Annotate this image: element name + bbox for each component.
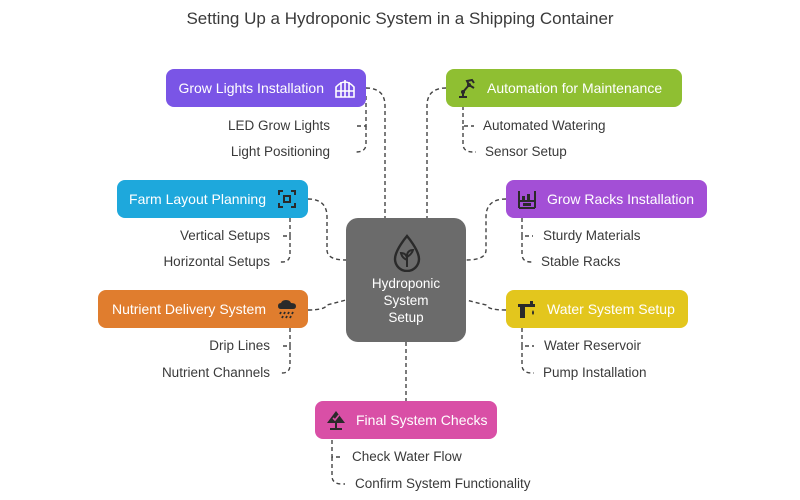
node-farm-layout-planning: Farm Layout Planning — [117, 180, 308, 218]
connector-nutrient-channels — [280, 346, 291, 374]
node-automation-for-maintenance: Automation for Maintenance — [446, 69, 682, 107]
connector-light-positioning — [354, 126, 367, 153]
sub-check-water-flow: Check Water Flow — [352, 449, 462, 464]
node-final-system-checks: Final System Checks — [315, 401, 497, 439]
sub-water-reservoir: Water Reservoir — [544, 338, 642, 353]
connector-nutrient — [307, 299, 347, 311]
node-label: Grow Lights Installation — [178, 80, 324, 96]
node-grow-racks-installation: Grow Racks Installation — [506, 180, 707, 218]
connector-grow-racks — [465, 198, 507, 261]
sub-automated-watering: Automated Watering — [483, 118, 606, 133]
sub-sturdy-materials: Sturdy Materials — [543, 228, 641, 243]
node-grow-lights-installation: Grow Lights Installation — [166, 69, 366, 107]
layout-grid-icon — [278, 190, 296, 208]
faucet-icon — [518, 301, 535, 318]
center-label-line-3: Setup — [388, 310, 424, 325]
connector-grow-lights — [365, 87, 386, 218]
center-label: Hydroponic System Setup — [346, 275, 466, 326]
sub-confirm-system-functionality: Confirm System Functionality — [355, 476, 531, 491]
connector-pump-installation — [521, 346, 534, 374]
connector-water-reservoir — [521, 328, 534, 347]
connector-automated-watering — [462, 106, 474, 127]
node-label: Nutrient Delivery System — [111, 301, 266, 317]
connector-automation — [426, 87, 447, 218]
connector-sensor-setup — [462, 126, 476, 153]
connector-vertical-setups — [280, 218, 291, 237]
center-node-hydroponic-setup: Hydroponic System Setup — [346, 218, 466, 342]
node-nutrient-delivery-system: Nutrient Delivery System — [98, 290, 308, 328]
node-water-system-setup: Water System Setup — [506, 290, 688, 328]
connector-drip-lines — [280, 328, 291, 347]
sub-horizontal-setups: Horizontal Setups — [163, 254, 270, 269]
sub-stable-racks: Stable Racks — [541, 254, 621, 269]
node-label: Water System Setup — [547, 301, 675, 317]
connector-confirm-functionality — [331, 457, 345, 485]
connector-sturdy-materials — [521, 218, 533, 237]
sub-vertical-setups: Vertical Setups — [179, 228, 270, 243]
connector-stable-racks — [521, 236, 533, 263]
connector-farm-layout — [307, 198, 347, 261]
drip-cloud-icon — [278, 300, 296, 319]
water-drop-plant-icon — [393, 234, 421, 272]
node-label: Grow Racks Installation — [547, 191, 695, 207]
greenhouse-icon — [335, 80, 355, 98]
sub-nutrient-channels: Nutrient Channels — [161, 365, 270, 380]
checklist-tent-icon — [327, 411, 345, 430]
node-label: Final System Checks — [356, 412, 488, 428]
robot-arm-icon — [459, 78, 475, 98]
connector-horizontal-setups — [280, 236, 291, 263]
sub-light-positioning: Light Positioning — [230, 144, 330, 159]
connector-water-system — [465, 299, 507, 311]
diagram-title: Setting Up a Hydroponic System in a Ship… — [186, 9, 614, 28]
sub-pump-installation: Pump Installation — [543, 365, 647, 380]
connector-check-water-flow — [331, 440, 343, 458]
rack-icon — [518, 191, 536, 209]
sub-led-grow-lights: LED Grow Lights — [227, 118, 330, 133]
node-label: Automation for Maintenance — [487, 80, 663, 96]
center-label-line-2: System — [383, 293, 429, 308]
node-label: Farm Layout Planning — [129, 191, 266, 207]
sub-drip-lines: Drip Lines — [209, 338, 270, 353]
center-label-line-1: Hydroponic — [371, 276, 441, 291]
sub-sensor-setup: Sensor Setup — [485, 144, 567, 159]
